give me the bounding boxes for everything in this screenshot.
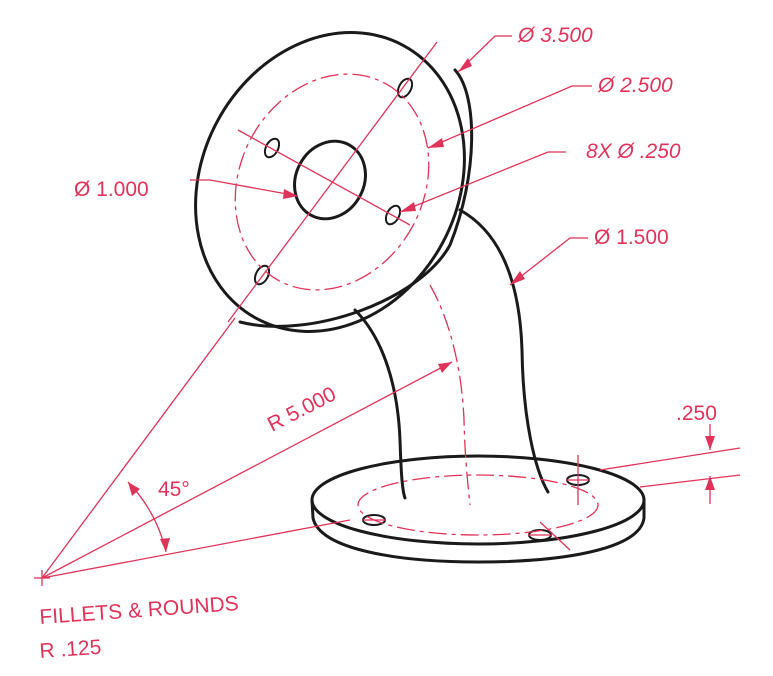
part-outline (194, 31, 646, 564)
bolt-hole-top-1 (396, 77, 414, 99)
arrowhead-flange-od (458, 58, 472, 72)
label-pipe-od: Ø 1.500 (594, 226, 669, 249)
arrowhead-angle-2 (160, 538, 170, 552)
top-flange-axis-2 (237, 129, 411, 226)
arrowhead-pipe-od (510, 271, 525, 285)
top-bolt-circle (234, 73, 430, 291)
label-fillets-line1: FILLETS & ROUNDS (39, 592, 240, 629)
pipe-outer-edge (458, 208, 550, 494)
arrowhead-angle-1 (128, 482, 140, 496)
label-angle: 45° (158, 478, 190, 501)
arrowhead-holes (400, 202, 416, 212)
label-bore: Ø 1.000 (74, 178, 149, 201)
top-flange-rim (238, 68, 474, 328)
radius-line-mid (41, 361, 453, 579)
centerlines (227, 41, 599, 551)
leader-pipe-od (509, 237, 588, 286)
base-flange-rim (310, 498, 646, 564)
pipe-centerline (429, 284, 471, 506)
leader-bolt-circle (427, 85, 592, 149)
arrowhead-bore (283, 189, 298, 199)
label-bolt-circle: Ø 2.500 (597, 74, 673, 97)
top-flange-face (194, 31, 466, 333)
base-flange-face (310, 454, 646, 546)
base-bolt-circle (357, 474, 599, 536)
label-holes: 8X Ø .250 (586, 140, 681, 163)
ext-line-top (599, 447, 741, 471)
dimensions (34, 35, 741, 586)
ext-line-bottom (639, 474, 741, 488)
label-flange-od: Ø 3.500 (517, 24, 593, 47)
arrowhead-radius (438, 362, 452, 373)
radius-line-top (41, 317, 236, 579)
label-thickness: .250 (676, 402, 717, 425)
radius-line-base (41, 519, 351, 579)
leader-flange-od (457, 35, 512, 73)
arrowhead-bolt-circle (428, 138, 444, 148)
center-bore (293, 139, 367, 221)
bolt-hole-top-2 (263, 137, 281, 159)
arrowhead-thk-2 (705, 476, 715, 490)
leader-holes (399, 151, 566, 213)
leader-bore (190, 179, 299, 197)
pipe-inner-edge (353, 308, 407, 500)
base-hole-vert-2 (539, 521, 571, 551)
bolt-hole-top-4 (253, 264, 271, 286)
label-bend-radius: R 5.000 (264, 383, 340, 437)
arrowhead-thk-1 (705, 436, 715, 450)
label-fillets-line2: R .125 (39, 636, 102, 663)
